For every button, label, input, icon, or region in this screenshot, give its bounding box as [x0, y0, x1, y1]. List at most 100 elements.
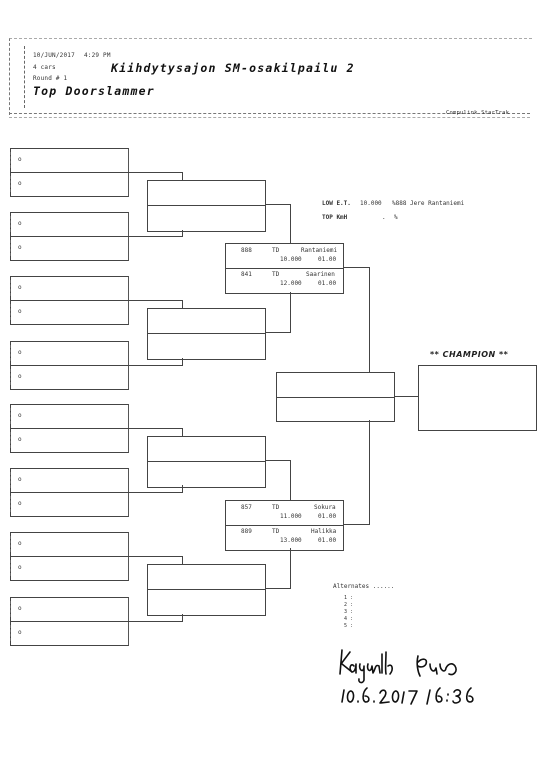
round1-slot: o — [10, 404, 129, 429]
round1-slot: o — [10, 621, 129, 646]
lane-mark: o — [18, 180, 22, 187]
entry-class: TD — [272, 271, 280, 278]
header-rule — [9, 113, 530, 118]
lane-mark: o — [18, 284, 22, 291]
champion-label: ** CHAMPION ** — [430, 350, 509, 359]
entry-number: 889 — [241, 528, 252, 535]
event-title: Kiihdytysajon SM-osakilpailu 2 — [111, 61, 355, 75]
round-number: Round # 1 — [33, 75, 68, 82]
lane-tick — [10, 560, 11, 576]
lane-mark: o — [18, 412, 22, 419]
semifinal-box-top — [225, 243, 344, 294]
round1-slot: o — [10, 172, 129, 197]
round1-slot: o — [10, 236, 129, 261]
round1-slot: o — [10, 428, 129, 453]
lane-mark: o — [18, 540, 22, 547]
semifinal-box-bottom — [225, 500, 344, 551]
alternate-row: 5 : — [344, 623, 354, 629]
lane-mark: o — [18, 605, 22, 612]
timing-system: Compulink StarTrak — [446, 110, 510, 116]
lane-tick — [10, 472, 11, 488]
entry-et: 10.000 — [280, 256, 302, 263]
alternates-label: Alternates ...... — [333, 583, 395, 590]
lane-tick — [10, 408, 11, 424]
lane-tick — [10, 496, 11, 512]
round1-slot: o — [10, 341, 129, 366]
lane-tick — [10, 369, 11, 385]
round2-box — [147, 564, 266, 616]
lane-tick — [10, 280, 11, 296]
lane-tick — [10, 601, 11, 617]
header-divider — [24, 46, 25, 108]
alternate-row: 4 : — [344, 616, 354, 622]
entry-driver: Rantaniemi — [301, 247, 338, 254]
round1-slot: o — [10, 556, 129, 581]
entry-class: TD — [272, 504, 280, 511]
lane-tick — [10, 432, 11, 448]
top-speed-holder: % — [394, 214, 398, 221]
champion-box — [418, 365, 537, 431]
lane-tick — [10, 345, 11, 361]
entry-driver: Sokura — [314, 504, 336, 511]
lane-tick — [10, 304, 11, 320]
low-et-label: LOW E.T. — [322, 200, 351, 207]
entry-extra: 01.00 — [318, 256, 337, 263]
alternate-row: 3 : — [344, 609, 354, 615]
entry-extra: 01.00 — [318, 513, 337, 520]
low-et-value: 10.000 — [360, 200, 382, 207]
lane-tick — [10, 216, 11, 232]
top-speed-label: TOP KmH — [322, 214, 348, 221]
entry-driver: Halikka — [311, 528, 337, 535]
print-date: 10/JUN/2017 — [33, 52, 75, 59]
lane-mark: o — [18, 220, 22, 227]
print-time: 4:29 PM — [84, 52, 111, 59]
handwritten-signature — [339, 649, 474, 705]
lane-mark: o — [18, 373, 22, 380]
lane-tick — [10, 152, 11, 168]
lane-mark: o — [18, 349, 22, 356]
entry-extra: 01.00 — [318, 280, 337, 287]
lane-mark: o — [18, 308, 22, 315]
lane-mark: o — [18, 564, 22, 571]
entry-number: 841 — [241, 271, 252, 278]
round1-slot: o — [10, 468, 129, 493]
round1-slot: o — [10, 597, 129, 622]
entry-number: 857 — [241, 504, 252, 511]
entry-driver: Saarinen — [306, 271, 335, 278]
entry-class: TD — [272, 528, 280, 535]
round2-box — [147, 180, 266, 232]
round1-slot: o — [10, 365, 129, 390]
lane-mark: o — [18, 500, 22, 507]
lane-mark: o — [18, 156, 22, 163]
round1-slot: o — [10, 148, 129, 173]
low-et-holder: %888 Jere Rantaniemi — [392, 200, 465, 207]
entry-et: 13.000 — [280, 537, 302, 544]
lane-mark: o — [18, 629, 22, 636]
lane-mark: o — [18, 244, 22, 251]
round1-slot: o — [10, 492, 129, 517]
round1-slot: o — [10, 276, 129, 301]
alternate-row: 1 : — [344, 595, 354, 601]
lane-tick — [10, 176, 11, 192]
lane-tick — [10, 625, 11, 641]
lane-mark: o — [18, 436, 22, 443]
round1-slot: o — [10, 300, 129, 325]
car-count: 4 cars — [33, 64, 56, 71]
alternate-row: 2 : — [344, 602, 354, 608]
round1-slot: o — [10, 532, 129, 557]
lane-tick — [10, 536, 11, 552]
final-connector — [394, 396, 418, 397]
entry-extra: 01.00 — [318, 537, 337, 544]
lane-tick — [10, 240, 11, 256]
round1-slot: o — [10, 212, 129, 237]
entry-class: TD — [272, 247, 280, 254]
top-speed-value: . — [382, 214, 386, 221]
entry-et: 12.000 — [280, 280, 302, 287]
round2-box — [147, 436, 266, 488]
entry-et: 11.000 — [280, 513, 302, 520]
round2-box — [147, 308, 266, 360]
header-frame — [9, 38, 532, 115]
lane-mark: o — [18, 476, 22, 483]
entry-number: 888 — [241, 247, 252, 254]
class-title: Top Doorslammer — [33, 84, 155, 98]
